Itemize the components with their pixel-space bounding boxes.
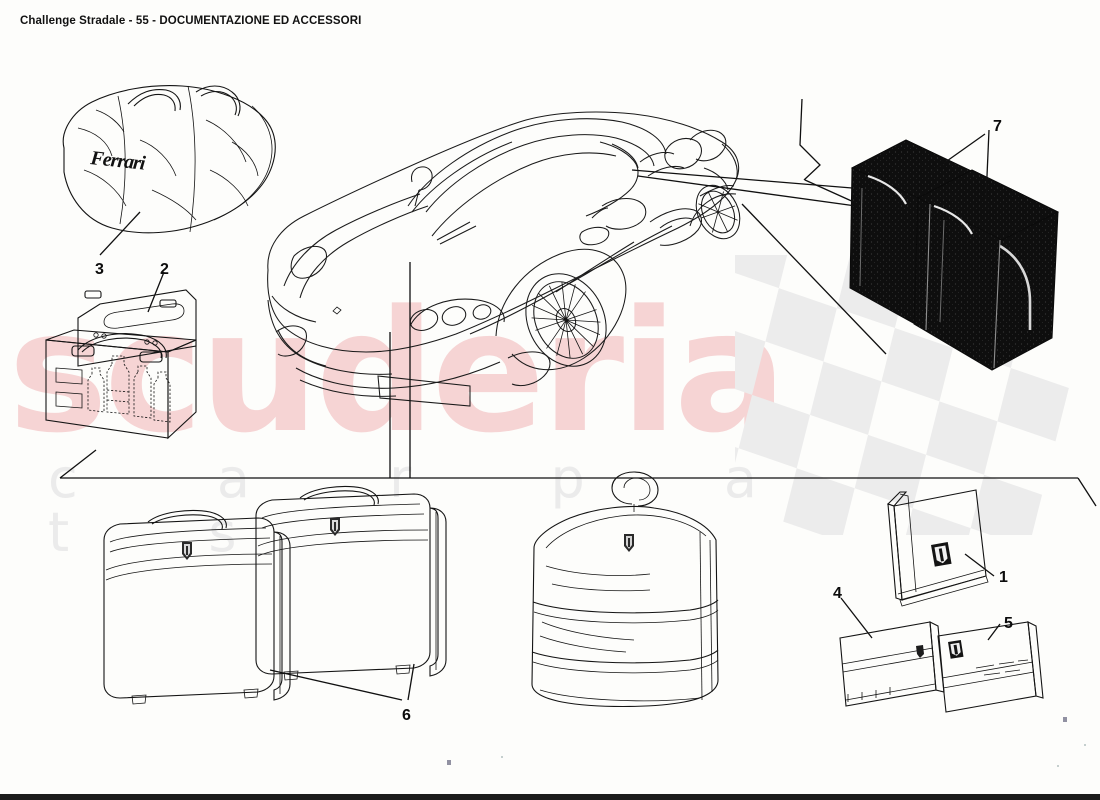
lower-group-bracket	[59, 262, 1097, 507]
callout-number-4: 4	[833, 585, 842, 602]
part-vehicle-illustration	[267, 111, 741, 407]
part-owners-handbook[interactable]	[839, 621, 945, 707]
front-wheel	[525, 273, 607, 367]
ferrari-wordmark: Ferrari	[88, 147, 147, 175]
part-luggage-case-front[interactable]	[103, 509, 291, 705]
ferrari-shield-icon	[624, 534, 634, 552]
leader-line-3	[99, 211, 141, 256]
part-document-wallet[interactable]	[886, 489, 989, 607]
ferrari-shield-icon	[182, 542, 192, 560]
part-black-case-pair[interactable]	[849, 139, 1060, 371]
ferrari-shield-icon	[947, 639, 964, 659]
scan-bottom-edge	[0, 794, 1100, 800]
part-luggage-case-rear[interactable]	[255, 485, 447, 681]
callout-number-5: 5	[1004, 615, 1013, 632]
svg-text:Ferrari: Ferrari	[88, 147, 147, 175]
callout-number-6: 6	[402, 707, 411, 724]
part-warranty-certificate[interactable]	[937, 621, 1044, 713]
part-garment-bag[interactable]	[531, 471, 719, 708]
page-title: Challenge Stradale - 55 - DOCUMENTAZIONE…	[20, 15, 362, 27]
rear-wheel	[695, 184, 741, 240]
part-cleaning-kit-case[interactable]	[45, 289, 197, 440]
ferrari-shield-icon	[330, 518, 340, 536]
callout-number-2: 2	[160, 261, 169, 278]
callout-number-7: 7	[993, 118, 1002, 135]
part-car-cover-bag[interactable]: Ferrari	[62, 85, 276, 234]
leader-line-6	[269, 663, 415, 701]
callout-number-3: 3	[95, 261, 104, 278]
callout-number-1: 1	[999, 569, 1008, 586]
ferrari-shield-icon	[931, 542, 952, 567]
leader-line-interior	[631, 98, 857, 207]
leader-line-1	[964, 553, 995, 577]
leader-line-7	[929, 129, 990, 200]
leader-line-5	[987, 623, 1001, 641]
leader-line-2	[147, 271, 165, 313]
scan-specks	[447, 717, 1086, 767]
leader-line-4	[840, 597, 873, 639]
leader-line-lower-right	[741, 203, 887, 355]
